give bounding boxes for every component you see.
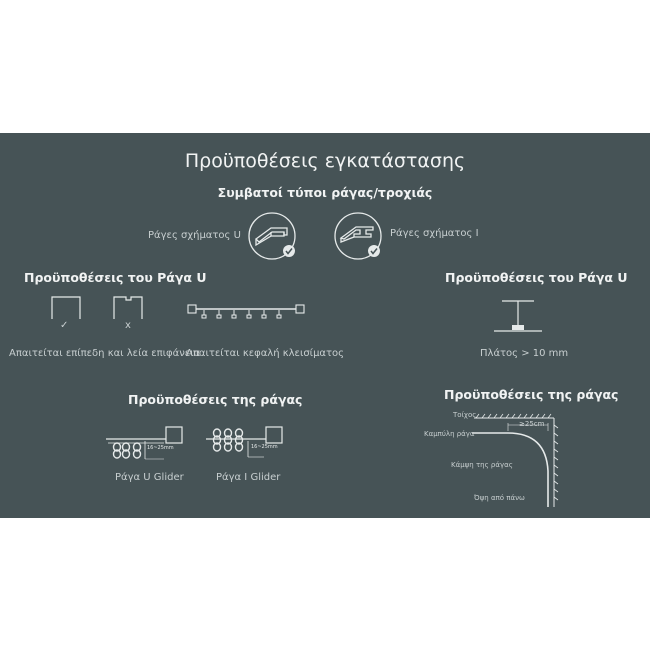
end-cap-caption: Απαιτείται κεφαλή κλεισίματος: [186, 348, 345, 359]
i-glider-gap-label: 16~25mm: [251, 444, 278, 450]
flat-surface-caption: Απαιτείται επίπεδη και λεία επιφάνεια: [9, 348, 201, 359]
curved-rail-label: Καμπύλη ράγα: [424, 430, 475, 438]
u-rail-type-label: Ράγες σχήματος U: [148, 230, 241, 241]
u-rail-requirements-heading: Προϋποθέσεις του Ράγα U: [24, 270, 207, 285]
uneven-surface-bad-icon: [113, 296, 143, 319]
bend-label: Κάμψη της ράγας: [451, 461, 513, 469]
surface-ok-mark: ✓: [60, 320, 69, 331]
installation-requirements-panel: Προϋποθέσεις εγκατάστασης Συμβατοί τύποι…: [0, 133, 650, 518]
i-rail-requirements-heading: Προϋποθέσεις του Ράγα U: [445, 270, 628, 285]
i-rail-type-label: Ράγες σχήματος I: [390, 228, 479, 239]
i-rail-profile-icon: [334, 212, 382, 260]
u-glider-label: Ράγα U Glider: [115, 472, 184, 483]
u-glider-diagram: [106, 426, 183, 460]
wall-label: Τοίχος: [453, 411, 477, 419]
surface-bad-mark: x: [125, 320, 131, 331]
compatible-rails-subtitle: Συμβατοί τύποι ράγας/τροχιάς: [217, 185, 433, 200]
flat-surface-ok-icon: [51, 296, 81, 319]
u-rail-profile-icon: [248, 212, 296, 260]
i-rail-width-icon: [494, 300, 542, 332]
rail-requirements-heading-right: Προϋποθέσεις της ράγας: [444, 387, 619, 402]
u-glider-gap-label: 16~25mm: [147, 445, 174, 451]
top-view-label: Όψη από πάνω: [474, 494, 525, 502]
page-title: Προϋποθέσεις εγκατάστασης: [184, 150, 466, 172]
curved-rail-top-view-diagram: [472, 413, 559, 507]
rail-requirements-heading-left: Προϋποθέσεις της ράγας: [128, 392, 303, 407]
i-glider-label: Ράγα I Glider: [216, 472, 281, 483]
i-rail-width-caption: Πλάτος > 10 mm: [480, 348, 569, 359]
i-glider-diagram: [206, 426, 283, 458]
rail-with-end-caps-icon: [187, 304, 305, 319]
radius-label: ≥25cm: [519, 420, 545, 428]
